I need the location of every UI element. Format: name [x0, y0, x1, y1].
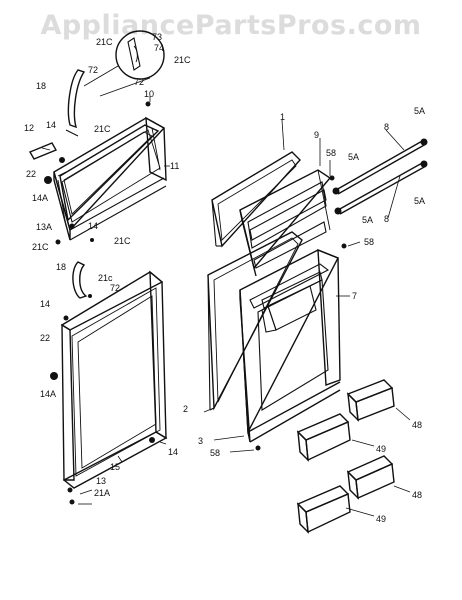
fresh-food-gasket — [207, 231, 303, 411]
freezer-door-liner — [53, 116, 167, 241]
label-18-a: 18 — [36, 81, 46, 91]
label-22-b: 22 — [40, 333, 50, 343]
hinge-detail-callout — [83, 30, 165, 97]
freezer-handle — [65, 69, 86, 137]
label-21A: 21A — [94, 488, 110, 498]
label-58-c: 58 — [210, 448, 220, 458]
label-49-upper: 49 — [376, 444, 386, 454]
fresh-food-inner-panel — [239, 248, 341, 443]
label-10: 10 — [144, 89, 154, 99]
label-14-d: 14 — [168, 447, 178, 457]
label-7: 7 — [352, 291, 357, 301]
door-bin-48-lower — [346, 455, 395, 500]
label-22-a: 22 — [26, 169, 36, 179]
label-18-b: 18 — [56, 262, 66, 272]
label-48-upper: 48 — [412, 420, 422, 430]
label-9: 9 — [314, 130, 319, 140]
label-72-b: 72 — [134, 77, 144, 87]
label-15: 15 — [110, 462, 120, 472]
door-bin-49-lower — [296, 485, 351, 534]
label-5A-b: 5A — [348, 152, 359, 162]
label-8-upper: 8 — [384, 122, 389, 132]
label-13A: 13A — [36, 222, 52, 232]
label-21C-c: 21C — [94, 124, 111, 134]
freezer-gasket — [211, 151, 301, 248]
shelf-rod-lower — [334, 160, 428, 215]
label-58-a: 58 — [326, 148, 336, 158]
label-1: 1 — [280, 112, 285, 122]
label-48-lower: 48 — [412, 490, 422, 500]
fresh-food-door-liner — [60, 270, 168, 489]
label-21C-a: 21C — [96, 37, 113, 47]
label-12: 12 — [24, 123, 34, 133]
label-2: 2 — [183, 404, 188, 414]
label-14-a: 14 — [46, 120, 56, 130]
label-3: 3 — [198, 436, 203, 446]
label-11: 11 — [170, 161, 179, 171]
label-8-lower: 8 — [384, 214, 389, 224]
label-72-c: 72 — [110, 283, 120, 293]
trim-plate — [28, 142, 58, 160]
leader-lines — [41, 96, 411, 517]
label-5A-c: 5A — [414, 196, 425, 206]
label-58-b: 58 — [364, 237, 374, 247]
label-21C-d: 21C — [32, 242, 49, 252]
freezer-door-gasket-inner — [61, 129, 161, 223]
label-14-c: 14 — [40, 299, 50, 309]
fresh-food-handle — [72, 261, 88, 299]
label-74: 74 — [154, 43, 164, 53]
label-13: 13 — [96, 476, 106, 486]
label-21C-b: 21C — [174, 55, 191, 65]
fasteners — [44, 101, 347, 505]
door-bin-49-upper — [296, 413, 351, 462]
shelf-rod-upper — [332, 138, 428, 195]
label-14A-a: 14A — [32, 193, 48, 203]
label-5A-d: 5A — [362, 215, 373, 225]
watermark-text: AppliancePartsPros.com — [40, 10, 422, 41]
label-49-lower: 49 — [376, 514, 386, 524]
label-5A-a: 5A — [414, 106, 425, 116]
label-21C-e: 21C — [114, 236, 131, 246]
label-21c-lower: 21c — [98, 273, 113, 283]
label-14-b: 14 — [88, 221, 98, 231]
label-14A-b: 14A — [40, 389, 56, 399]
label-72-a: 72 — [88, 65, 98, 75]
label-73: 73 — [152, 32, 162, 42]
part-labels: 1 2 3 7 8 8 9 10 11 12 13 13A 14 14 14 1… — [24, 32, 425, 524]
freezer-inner-panel — [239, 169, 332, 277]
door-bin-48-upper — [346, 379, 395, 422]
